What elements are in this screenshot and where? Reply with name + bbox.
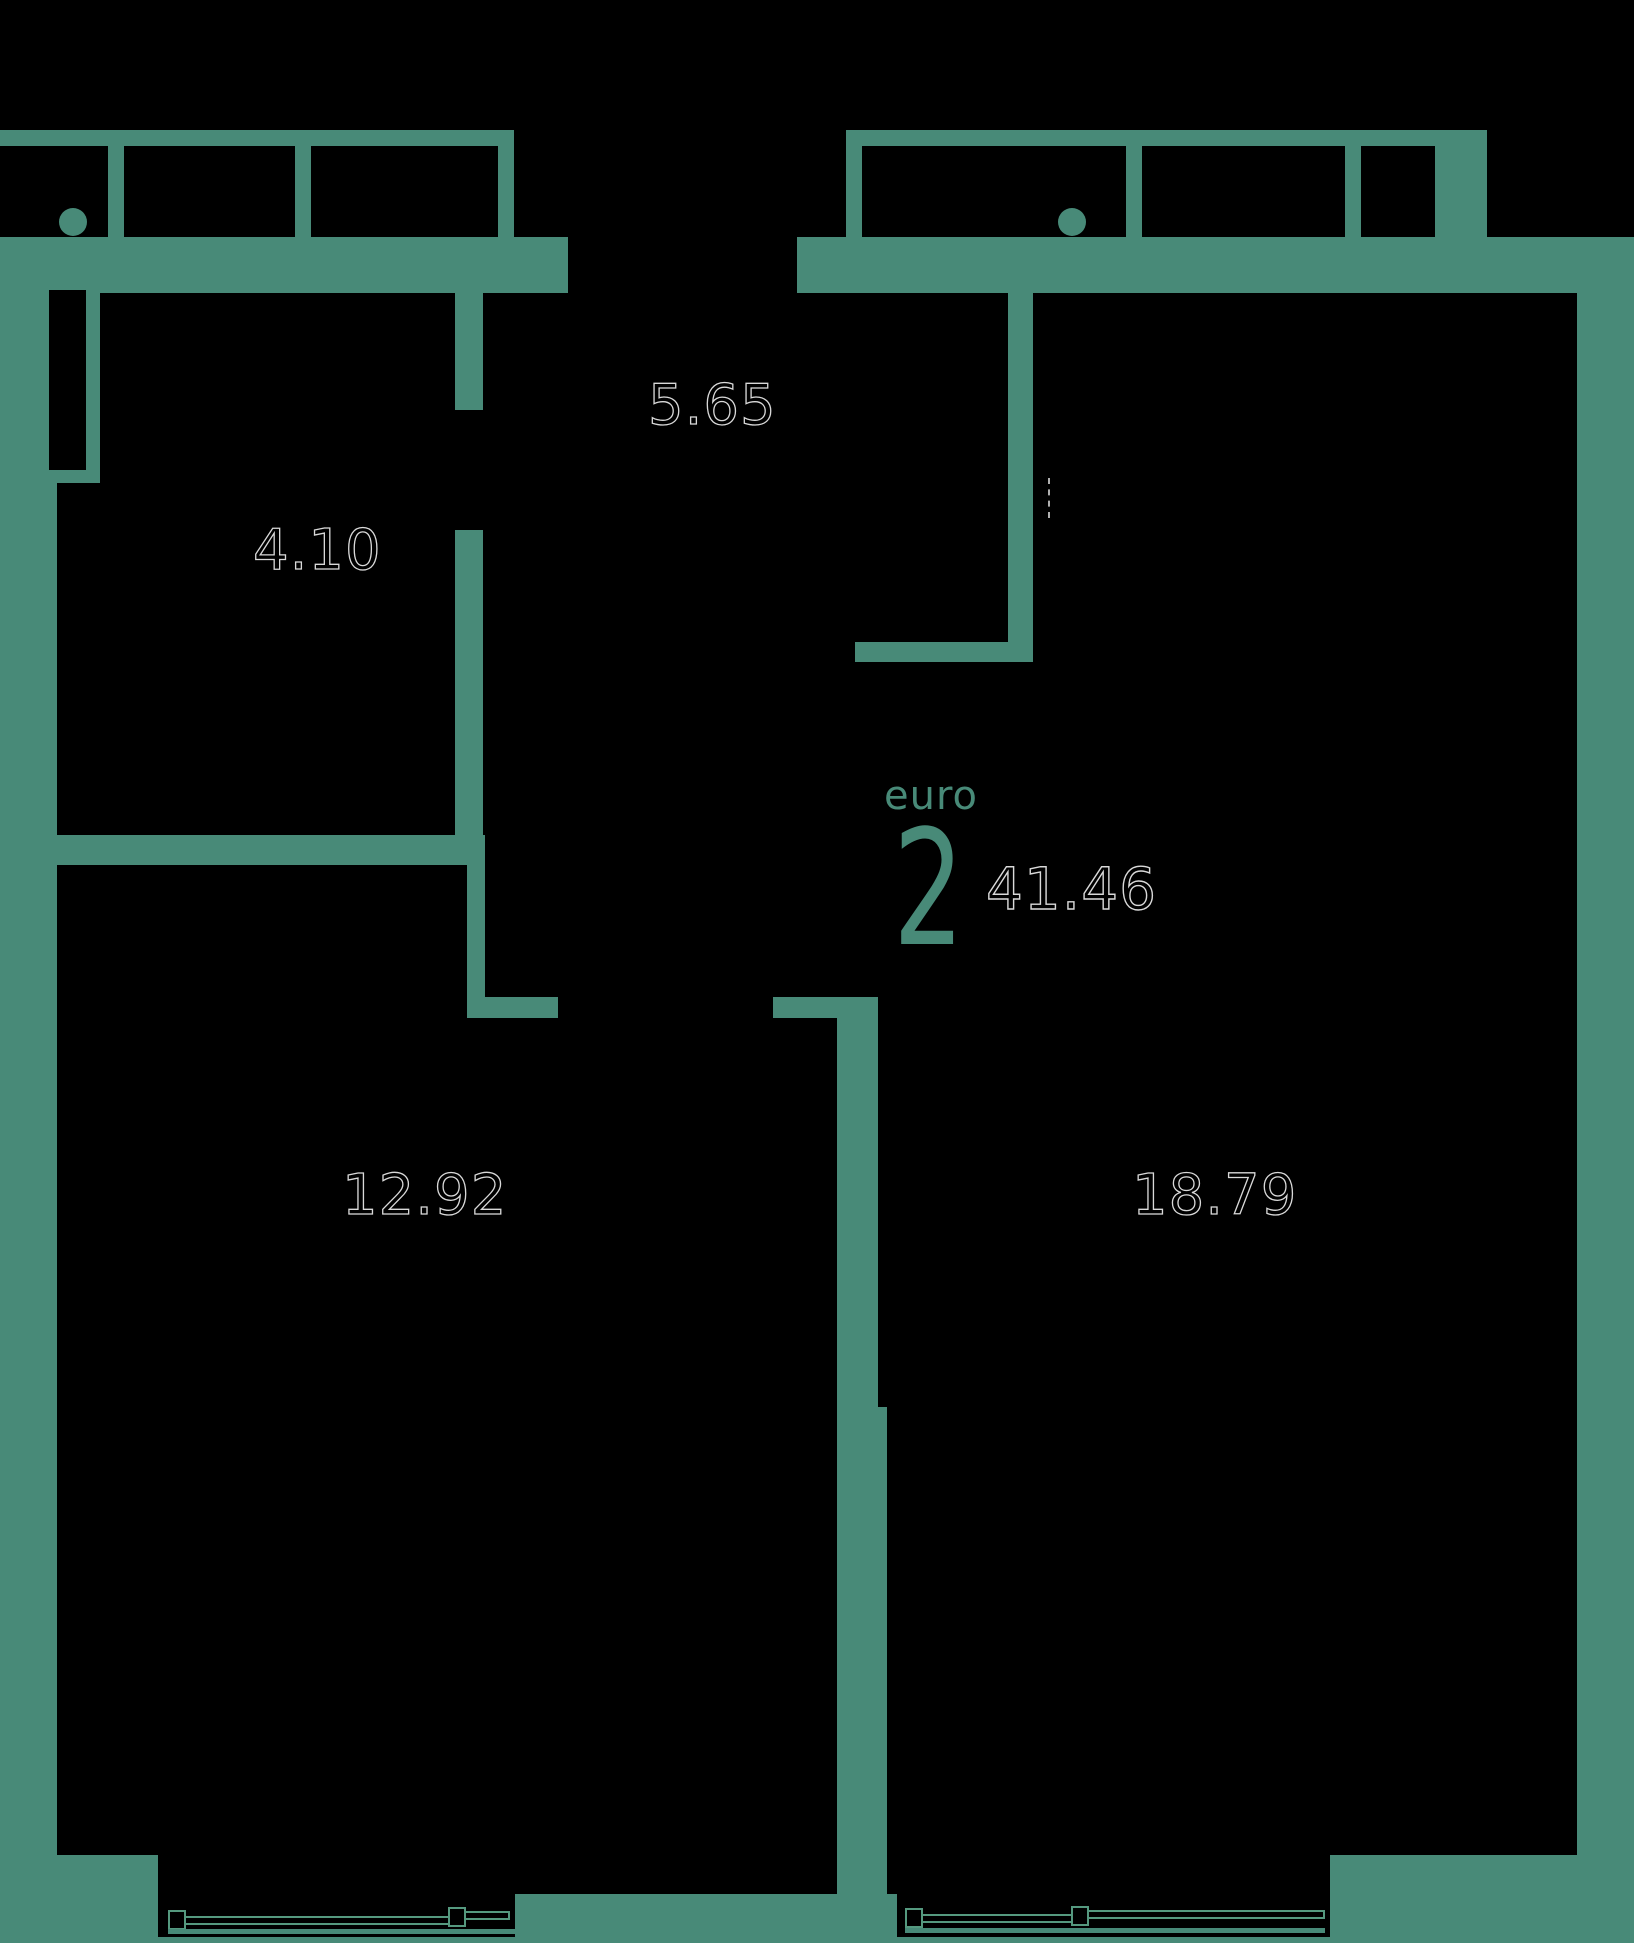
room-label-bedroom: 12.92 — [341, 1163, 508, 1228]
balcony-left-column — [59, 208, 87, 236]
balcony-right-cap-right — [1435, 146, 1487, 240]
right-wall — [1577, 293, 1634, 1943]
wall-niche — [49, 290, 86, 470]
room-label-hall: 5.65 — [647, 373, 777, 438]
bottom-edge-left-window — [158, 1937, 515, 1943]
plan-total-area: 41.46 — [985, 855, 1158, 923]
bathroom-east-wall-lower — [455, 530, 483, 865]
balcony-right-cap-left — [846, 146, 862, 240]
right-window-bar-2 — [1087, 1910, 1325, 1919]
balcony-left-mullion-1 — [108, 146, 124, 240]
balcony-right-mullion-1 — [1126, 146, 1142, 240]
balcony-right-column — [1058, 208, 1086, 236]
right-window-bar-1 — [921, 1914, 1073, 1923]
balcony-left-mullion-2 — [295, 146, 311, 240]
plan-type-label: euro — [884, 773, 978, 819]
room-divider-wall-upper — [837, 1018, 878, 1407]
balcony-right-mullion-2 — [1345, 146, 1361, 240]
left-window-sill — [168, 1929, 515, 1934]
bathroom-east-wall-upper — [455, 293, 483, 410]
left-window-bar-2 — [464, 1911, 510, 1920]
bottom-edge-right-window — [897, 1937, 1330, 1943]
hall-east-wall — [1008, 293, 1033, 662]
balcony-right-top-wall — [846, 130, 1487, 146]
balcony-left-cap-right — [498, 146, 514, 240]
room-label-living-room: 18.79 — [1131, 1163, 1298, 1228]
left-window-bar-1 — [184, 1916, 452, 1925]
left-wall — [0, 483, 57, 1943]
room-divider-wall-lower — [837, 1407, 887, 1894]
hall-east-foot-wall — [855, 642, 1033, 662]
corridor-west-wall — [467, 865, 485, 1018]
door-mark — [1048, 478, 1056, 518]
right-window-sill — [905, 1928, 1325, 1933]
bottom-left-corner-block — [0, 1855, 158, 1943]
plan-rooms-count: 2 — [893, 795, 965, 982]
room-label-bathroom: 4.10 — [252, 518, 382, 583]
bottom-wall-middle — [515, 1894, 897, 1943]
bathroom-bottom-wall — [0, 835, 485, 865]
balcony-left-top-wall — [0, 130, 514, 146]
top-wall-right — [797, 237, 1634, 293]
corridor-south-wall-right — [773, 997, 878, 1018]
corridor-south-wall-left — [467, 997, 558, 1018]
